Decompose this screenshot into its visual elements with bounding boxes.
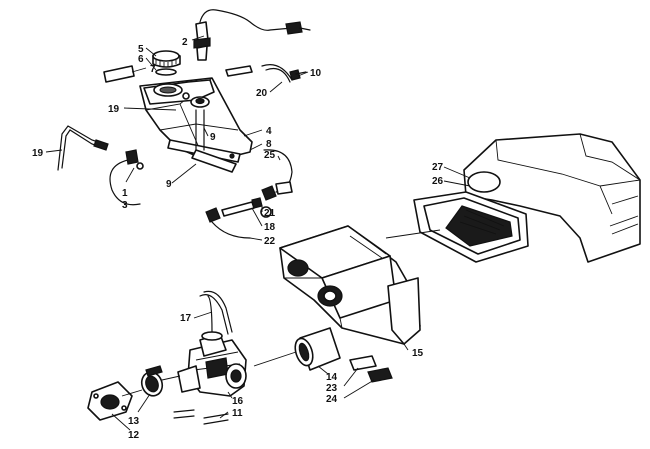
callout-15: 15 — [412, 348, 424, 359]
assembly-lines — [121, 229, 441, 397]
fuel-cap — [152, 50, 181, 68]
callout-19b: 22 — [264, 236, 276, 247]
foam-pad-a — [349, 355, 377, 371]
callout-17: 17 — [180, 313, 192, 324]
callout-14: 14 — [326, 372, 338, 383]
callout-27: 27 — [432, 162, 444, 173]
callout-2: 2 — [182, 37, 188, 48]
callout-1: 1 — [122, 188, 128, 199]
cap-gasket — [155, 68, 177, 76]
foam-pad-b — [367, 367, 393, 383]
air-silencer — [279, 225, 421, 345]
callout-19a: 21 — [264, 208, 276, 219]
intake-sleeve — [294, 327, 341, 371]
air-intake-duct — [413, 133, 641, 263]
callout-18: 18 — [264, 222, 276, 233]
fuel-line-filter — [205, 149, 293, 239]
callout-23: 23 — [326, 383, 338, 394]
callout-16: 16 — [232, 396, 244, 407]
tank-clamp — [109, 149, 144, 206]
callout-25: 25 — [264, 150, 276, 161]
callout-24: 24 — [326, 394, 338, 405]
callout-13: 13 — [128, 416, 140, 427]
callout-20: 19 — [32, 148, 44, 159]
callout-11: 11 — [232, 408, 243, 419]
fuel-sender — [193, 9, 311, 61]
callout-8: 8 — [266, 139, 272, 150]
carb-fuel-hose — [199, 290, 233, 335]
drain-hose-b-edge — [203, 419, 229, 425]
callout-9a: 9 — [210, 132, 216, 143]
carb-clamp — [140, 365, 164, 397]
drain-hose-a-edge — [173, 415, 195, 419]
fuel-hose-vent — [225, 64, 307, 83]
callout-9b: 9 — [166, 179, 172, 190]
leader-lines — [45, 35, 471, 431]
callout-6: 6 — [138, 54, 144, 65]
carb-flange — [87, 381, 133, 421]
callout-4: 4 — [266, 126, 272, 137]
callout-5: 5 — [138, 44, 144, 55]
fuel-tank — [103, 65, 253, 173]
carburetor — [177, 295, 247, 397]
drain-hose-a — [173, 409, 195, 413]
callout-21: 19 — [108, 104, 120, 115]
tank-bracket-rod — [57, 125, 109, 171]
callout-10: 10 — [310, 68, 322, 79]
callout-3: 3 — [122, 200, 128, 211]
callout-12: 12 — [128, 430, 140, 441]
callout-7: 7 — [150, 64, 156, 75]
callout-22: 20 — [256, 88, 268, 99]
callout-26: 26 — [432, 176, 444, 187]
